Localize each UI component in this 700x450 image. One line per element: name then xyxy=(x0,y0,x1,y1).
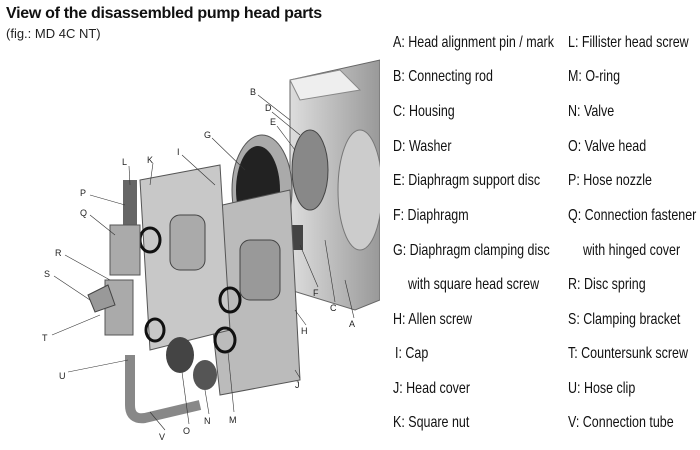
callout-f: F xyxy=(313,288,319,298)
callout-k: K xyxy=(147,155,153,165)
leader-lines xyxy=(51,94,355,431)
callout-q: Q xyxy=(80,208,87,218)
head-cover-illustration xyxy=(139,164,301,396)
callout-s: S xyxy=(44,269,50,279)
callout-r: R xyxy=(55,248,62,258)
callout-i: I xyxy=(177,147,180,157)
legend-item: S: Clamping bracket xyxy=(568,311,681,328)
legend-item: F: Diaphragm xyxy=(393,207,469,224)
legend-item: C: Housing xyxy=(393,103,455,120)
legend-item: I: Cap xyxy=(395,345,429,362)
legend-item: T: Countersunk screw xyxy=(568,345,688,362)
legend-item: N: Valve xyxy=(568,103,615,120)
legend-item: Q: Connection fastener xyxy=(568,207,697,224)
legend-item: V: Connection tube xyxy=(568,414,674,431)
callout-u: U xyxy=(59,371,66,381)
callout-n: N xyxy=(204,416,211,426)
callout-p: P xyxy=(80,188,86,198)
pump-head-exploded-diagram: B D E G I L K P Q R S T U V O N M J H F … xyxy=(42,59,380,442)
callout-m: M xyxy=(229,415,237,425)
callout-t: T xyxy=(42,333,48,343)
callout-labels: B D E G I L K P Q R S T U V O N M J H F … xyxy=(42,87,355,442)
callout-g: G xyxy=(204,130,211,140)
page-title: View of the disassembled pump head parts xyxy=(6,5,322,22)
legend-item: U: Hose clip xyxy=(568,380,636,397)
callout-d: D xyxy=(265,103,272,113)
legend-item: O: Valve head xyxy=(568,138,647,155)
legend-item: G: Diaphragm clamping disc xyxy=(393,242,550,259)
callout-b: B xyxy=(250,87,256,97)
legend-item: H: Allen screw xyxy=(393,311,473,328)
callout-v: V xyxy=(159,432,165,442)
callout-e: E xyxy=(270,117,276,127)
legend-item: K: Square nut xyxy=(393,414,470,431)
callout-l: L xyxy=(122,157,127,167)
connection-tube-illustration xyxy=(87,180,217,424)
callout-o: O xyxy=(183,426,190,436)
legend-item: with square head screw xyxy=(408,276,540,293)
legend-item: B: Connecting rod xyxy=(393,68,493,85)
legend-item: L: Fillister head screw xyxy=(568,34,689,51)
callout-a: A xyxy=(349,319,355,329)
legend-item: P: Hose nozzle xyxy=(568,172,652,189)
callout-c: C xyxy=(330,303,337,313)
legend-item: M: O-ring xyxy=(568,68,621,85)
housing-illustration xyxy=(289,59,380,311)
callout-h: H xyxy=(301,326,308,336)
callout-j: J xyxy=(295,380,300,390)
legend-item: A: Head alignment pin / mark xyxy=(393,34,554,51)
legend-item: D: Washer xyxy=(393,138,452,155)
legend-item: E: Diaphragm support disc xyxy=(393,172,541,189)
legend-item: with hinged cover xyxy=(583,242,681,259)
legend-item: R: Disc spring xyxy=(568,276,646,293)
legend-item: J: Head cover xyxy=(393,380,471,397)
figure-subtitle: (fig.: MD 4C NT) xyxy=(6,26,101,41)
